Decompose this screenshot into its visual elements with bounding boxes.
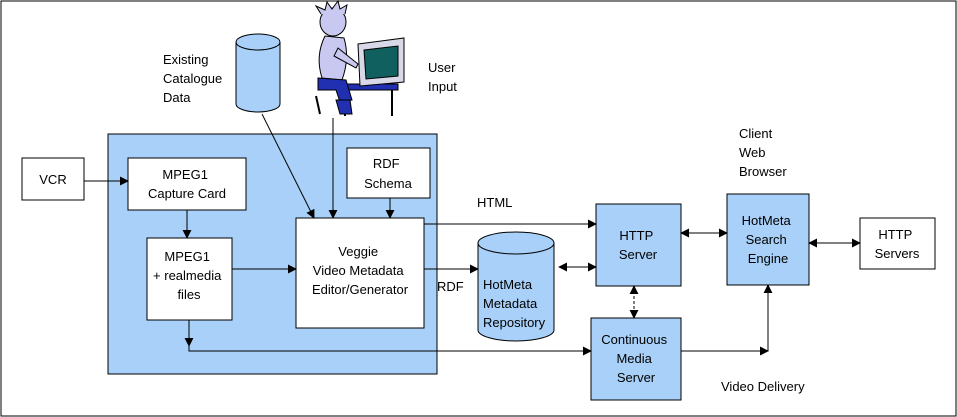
user-input-label: User Input — [428, 60, 459, 94]
html-label: HTML — [477, 195, 512, 210]
mpeg-capture-card-box — [127, 157, 247, 211]
catalogue-database-icon — [235, 33, 281, 113]
user-at-computer-icon — [314, 0, 405, 116]
vcr-box — [21, 157, 85, 201]
arrow-catalogue-to-veggie — [261, 113, 315, 219]
http-servers-box — [859, 217, 936, 270]
mpeg-files-label: MPEG1 + realmedia files — [153, 249, 225, 302]
veggie-editor-label: Veggie Video Metadata Editor/Generator — [312, 244, 409, 297]
client-web-browser-label: Client Web Browser — [739, 126, 787, 179]
http-server-box — [595, 203, 682, 287]
mpeg-files-box — [146, 237, 233, 321]
continuous-media-server-label: Continuous Media Server — [601, 332, 670, 385]
rdf-schema-box — [346, 147, 431, 199]
http-servers-label: HTTP Servers — [875, 227, 920, 261]
hotmeta-repository-icon — [477, 231, 555, 342]
connectors — [84, 113, 861, 356]
mpeg-capture-card-label: MPEG1 Capture Card — [148, 167, 226, 201]
rdf-label: RDF — [437, 279, 464, 294]
existing-catalogue-label: Existing Catalogue Data — [163, 52, 226, 105]
video-delivery-label: Video Delivery — [721, 379, 805, 394]
veggie-editor-box — [295, 217, 425, 329]
arrow-media-to-search — [681, 284, 773, 352]
rdf-schema-label: RDF Schema — [364, 156, 412, 191]
hotmeta-search-engine-box — [726, 193, 810, 286]
hotmeta-search-engine-label: HotMeta Search Engine — [742, 213, 795, 266]
hotmeta-repository-label: HotMeta Metadata Repository — [483, 277, 546, 330]
vcr-label: VCR — [39, 172, 66, 187]
http-server-label: HTTP Server — [619, 228, 658, 262]
